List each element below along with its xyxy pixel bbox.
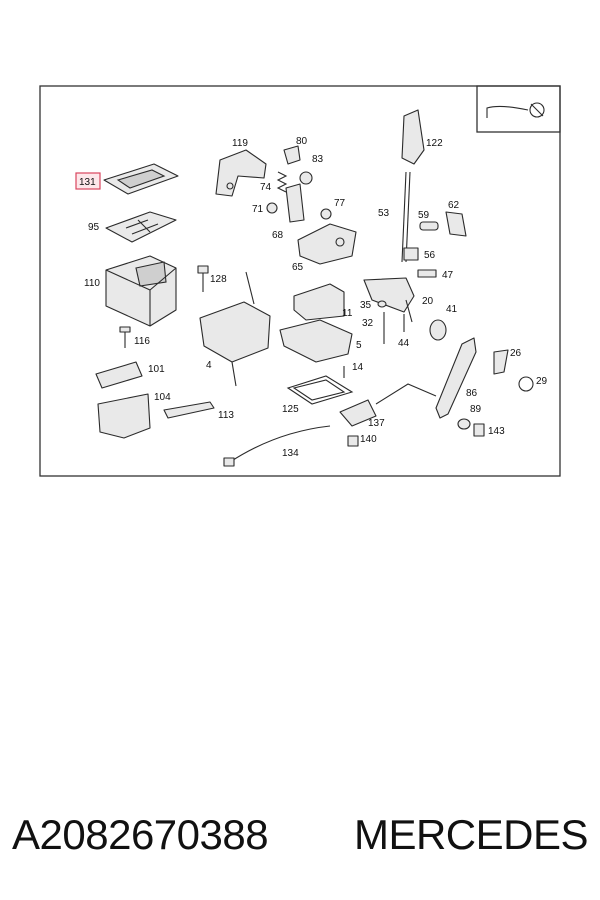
- part-20-mechanism[interactable]: [363, 277, 415, 323]
- label-137[interactable]: 137: [368, 418, 385, 429]
- label-80[interactable]: 80: [296, 136, 308, 147]
- label-119[interactable]: 119: [232, 138, 248, 149]
- part-41-bushing[interactable]: [429, 319, 447, 341]
- brand-name: MERCEDES: [353, 811, 589, 858]
- label-14[interactable]: 14: [352, 362, 364, 373]
- label-53[interactable]: 53: [378, 208, 390, 219]
- label-140[interactable]: 140: [360, 434, 377, 445]
- part-74-spring[interactable]: [276, 171, 288, 193]
- label-113[interactable]: 113: [218, 410, 234, 421]
- part-65-plate[interactable]: [297, 223, 357, 265]
- part-122-knob[interactable]: [401, 109, 425, 165]
- label-4[interactable]: 4: [206, 360, 212, 371]
- part-86-lever[interactable]: [435, 337, 477, 419]
- part-137-bracket[interactable]: [339, 399, 377, 427]
- label-59[interactable]: 59: [418, 210, 430, 221]
- part-11-gate[interactable]: [293, 283, 345, 321]
- part-62-clip[interactable]: [445, 211, 467, 237]
- part-47-bolt[interactable]: [417, 269, 437, 278]
- label-89[interactable]: 89: [470, 404, 482, 415]
- part-89-washer[interactable]: [457, 418, 471, 430]
- label-86[interactable]: 86: [466, 388, 478, 399]
- label-26[interactable]: 26: [510, 348, 522, 359]
- label-20[interactable]: 20: [422, 296, 434, 307]
- label-65[interactable]: 65: [292, 262, 304, 273]
- part-140-spring[interactable]: [347, 435, 359, 447]
- label-110[interactable]: 110: [84, 278, 100, 289]
- part-35-washer[interactable]: [377, 300, 387, 308]
- part-5-base[interactable]: [279, 319, 353, 363]
- label-35[interactable]: 35: [360, 300, 372, 311]
- label-116[interactable]: 116: [134, 336, 150, 347]
- part-116-screw[interactable]: [119, 326, 131, 348]
- part-143-cap[interactable]: [473, 423, 485, 437]
- part-113-clip[interactable]: [163, 401, 215, 419]
- part-26-clip[interactable]: [493, 349, 509, 375]
- part-number: A2082670388: [12, 811, 269, 858]
- label-128[interactable]: 128: [210, 274, 227, 285]
- part-128-bolt[interactable]: [197, 265, 209, 292]
- part-125-bezel[interactable]: [286, 375, 354, 405]
- label-11[interactable]: 11: [342, 308, 353, 319]
- label-32[interactable]: 32: [362, 318, 374, 329]
- label-95[interactable]: 95: [88, 222, 100, 233]
- part-110-housing[interactable]: [105, 255, 177, 327]
- part-53-shaft[interactable]: [401, 171, 411, 263]
- label-71[interactable]: 71: [252, 204, 264, 215]
- diagram-frame: [39, 85, 561, 477]
- part-95-trim[interactable]: [105, 211, 177, 243]
- label-101[interactable]: 101: [148, 364, 165, 375]
- part-71-washer[interactable]: [266, 202, 278, 214]
- label-143[interactable]: 143: [488, 426, 505, 437]
- label-83[interactable]: 83: [312, 154, 324, 165]
- part-68-lever[interactable]: [285, 183, 305, 223]
- label-131[interactable]: 131: [79, 177, 96, 188]
- footer: A2082670388 MERCEDES: [0, 800, 600, 870]
- label-62[interactable]: 62: [448, 200, 460, 211]
- label-74[interactable]: 74: [260, 182, 272, 193]
- label-41[interactable]: 41: [446, 304, 458, 315]
- gear-knob-symbol-icon: [476, 85, 561, 133]
- part-4-housing[interactable]: [199, 271, 271, 387]
- part-104-unit[interactable]: [97, 393, 151, 439]
- label-68[interactable]: 68: [272, 230, 284, 241]
- label-104[interactable]: 104: [154, 392, 171, 403]
- part-119-bracket[interactable]: [215, 149, 267, 197]
- highlighted-label-box: [75, 172, 101, 190]
- part-29-ring[interactable]: [518, 376, 534, 392]
- part-101-module[interactable]: [95, 361, 143, 389]
- label-122[interactable]: 122: [426, 138, 443, 149]
- label-47[interactable]: 47: [442, 270, 454, 281]
- label-5[interactable]: 5: [356, 340, 362, 351]
- leader-line: [375, 383, 437, 405]
- label-134[interactable]: 134: [282, 448, 299, 459]
- part-59-pin[interactable]: [419, 221, 439, 231]
- label-29[interactable]: 29: [536, 376, 548, 387]
- part-131-bezel[interactable]: [103, 163, 179, 195]
- label-125[interactable]: 125: [282, 404, 299, 415]
- label-77[interactable]: 77: [334, 198, 346, 209]
- part-56-sleeve[interactable]: [403, 247, 419, 261]
- label-44[interactable]: 44: [398, 338, 410, 349]
- part-80-clip[interactable]: [283, 145, 301, 165]
- part-77-bolt[interactable]: [320, 208, 332, 220]
- part-83-ring[interactable]: [299, 171, 313, 185]
- part-134-cable[interactable]: [223, 425, 331, 467]
- label-56[interactable]: 56: [424, 250, 436, 261]
